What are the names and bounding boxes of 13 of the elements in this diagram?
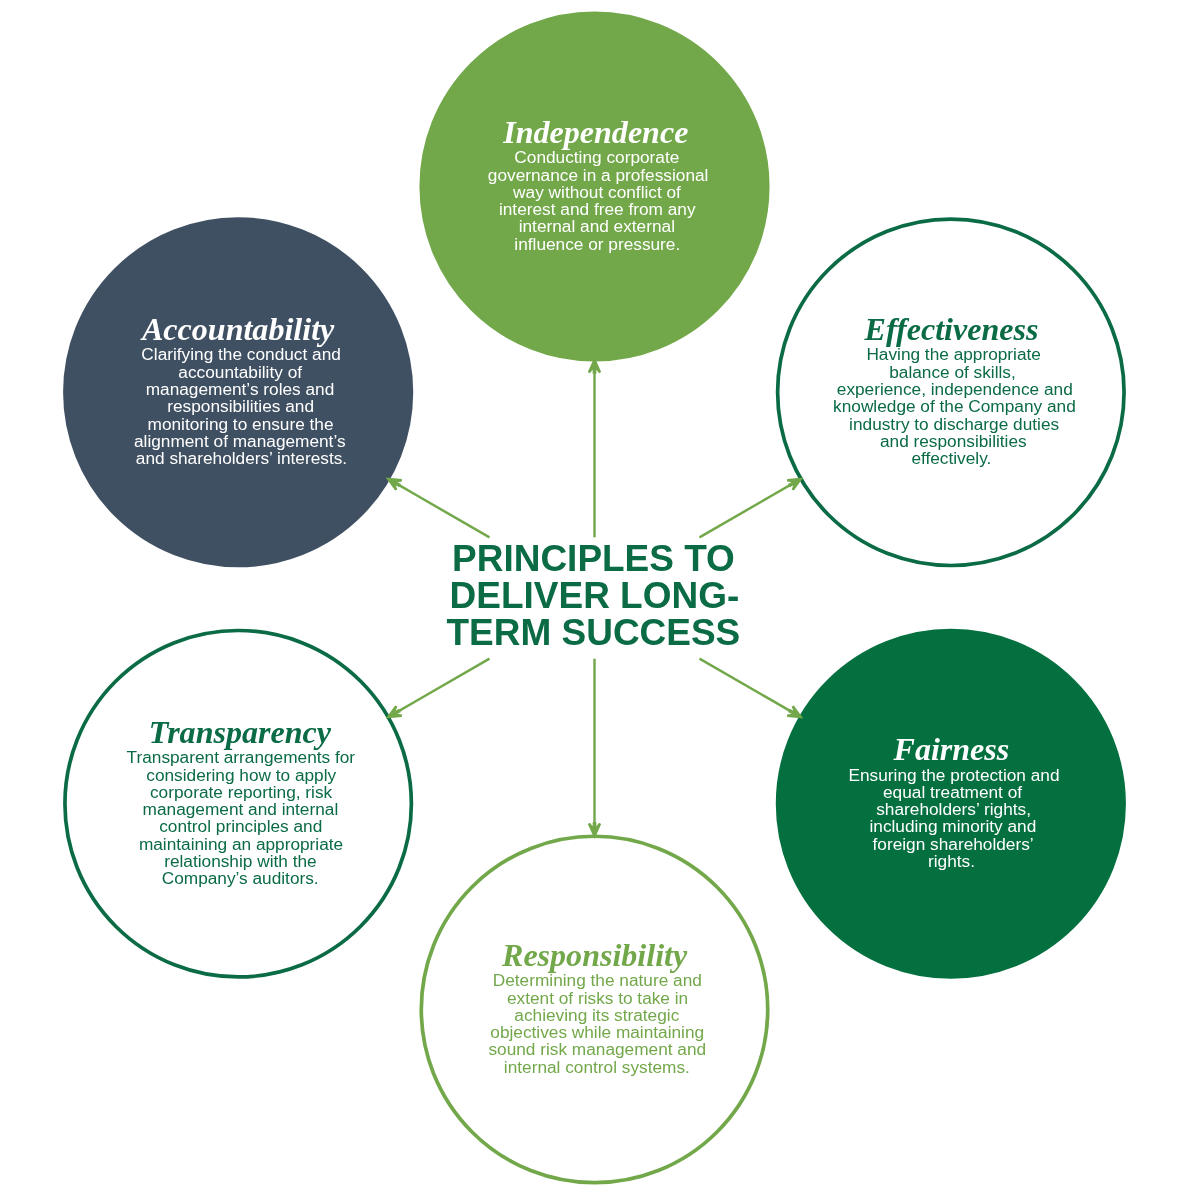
arrow (387, 477, 491, 539)
arrow (698, 477, 802, 539)
node-circle: Responsibility Determining the nature and extent of risks to take in achieving its strategic objectives while maintaining sound risk management and internal control systems. (419, 834, 770, 1185)
arrow (587, 658, 602, 838)
arrow (387, 657, 491, 719)
node-circle: Transparency Transparent arrangements for considering how to apply corporate reporting, risk management and internal control principles and maintaining an appropriate relationship with the Company’s auditors. (63, 628, 414, 979)
node-circle: Accountability Clarifying the conduct and accountability of management’s roles and responsibilities and monitoring to ensure the alignment of management’s and shareholders’ interests. (63, 217, 414, 568)
arrow (698, 657, 802, 719)
node-circle: Independence Conducting corporate governance in a professional way without conflict of interest and free from any internal and external influence or pressure. (419, 11, 770, 362)
node-text: PRINCIPLES TO DELIVER LONG-TERM SUCCESS (446, 537, 741, 653)
arrow (587, 358, 602, 538)
node-circle: Effectiveness Having the appropriate balance of skills, experience, independence and knowledge of the Company and industry to discharge duties and responsibilities effectively. (775, 217, 1126, 568)
node-circle: Fairness Ensuring the protection and equal treatment of shareholders’ rights, including minority and foreign shareholders’ rights. (775, 628, 1126, 979)
